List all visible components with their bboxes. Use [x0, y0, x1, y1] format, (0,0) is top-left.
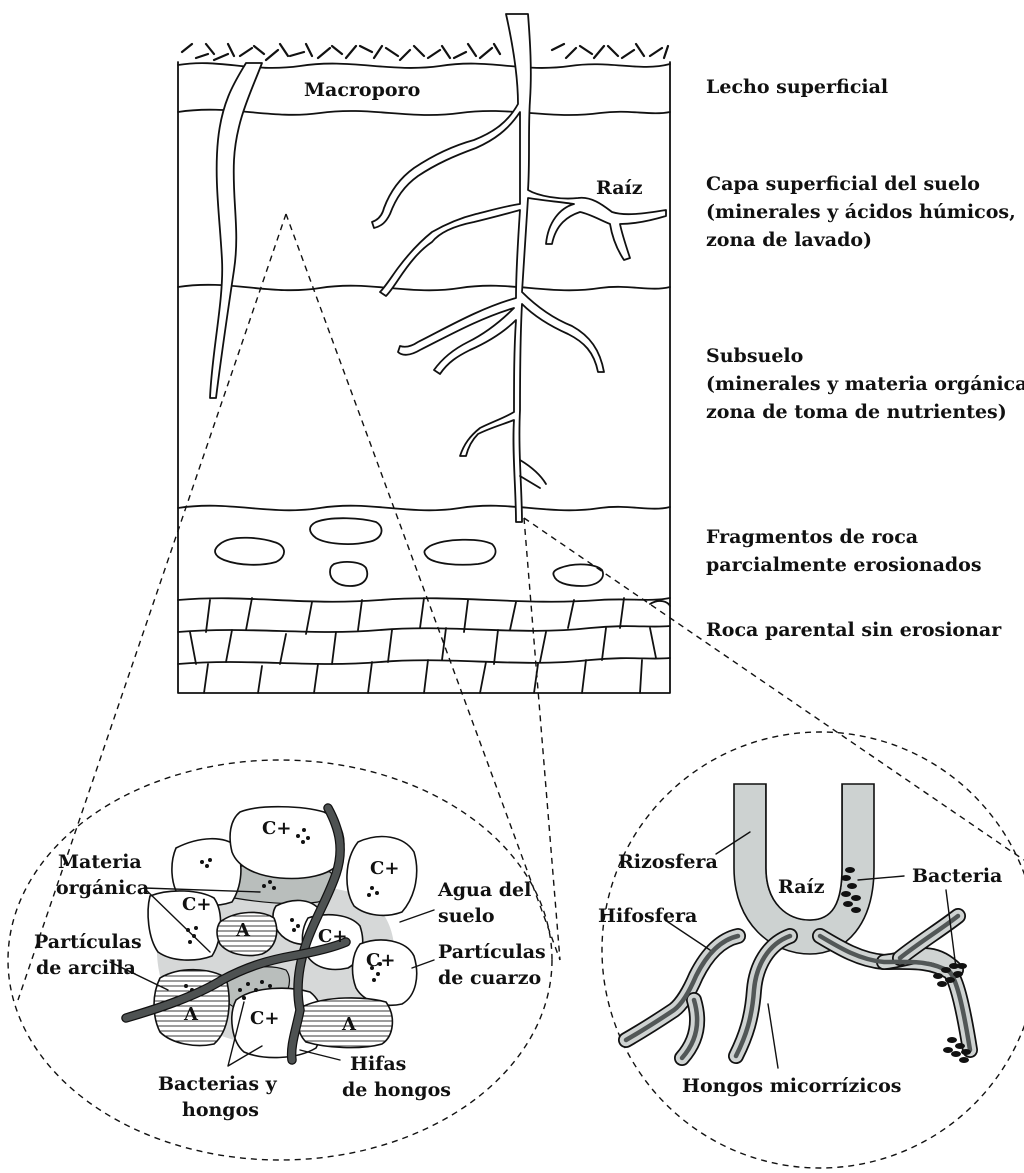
organic-matter-label-2: orgánica [56, 877, 149, 899]
water-label-1: Agua del [437, 879, 531, 901]
layer-3-line3: zona de toma de nutrientes) [706, 401, 1007, 423]
layer-labels: Lecho superficial Capa superficial del s… [706, 76, 1024, 641]
layer-2-line2: (minerales y ácidos húmicos, [706, 201, 1016, 223]
quartz-mark-1: C+ [262, 818, 291, 839]
hyphae-label-2: de hongos [342, 1079, 451, 1101]
hyphae-label-1: Hifas [350, 1053, 406, 1075]
bacteria-label: Bacteria [912, 865, 1002, 887]
boundary-2 [178, 110, 670, 115]
organic-matter-label-1: Materia [58, 851, 142, 873]
layer-2-line1: Capa superficial del suelo [706, 173, 980, 195]
quartz-mark-5: C+ [366, 950, 395, 971]
clay-label-1: Partículas [34, 931, 142, 953]
layer-4-line2: parcialmente erosionados [706, 554, 982, 576]
clay-mark-1: A [235, 920, 251, 941]
layer-2-line3: zona de lavado) [706, 229, 872, 251]
clay-mark-2: A [183, 1004, 199, 1025]
bedrock [178, 598, 670, 693]
boundary-3 [178, 285, 670, 291]
bacteria-fungi-label-2: hongos [182, 1099, 259, 1121]
layer-5-line1: Roca parental sin erosionar [706, 619, 1002, 641]
rhizo-root-label: Raíz [778, 876, 825, 898]
macropore-label: Macroporo [304, 79, 420, 101]
layer-3-line1: Subsuelo [706, 345, 803, 367]
hyphosphere-label: Hifosfera [598, 905, 697, 927]
root-label: Raíz [596, 177, 643, 199]
boundary-4 [178, 506, 670, 511]
rhizosphere-inset: Rizosfera Raíz Bacteria Hifosfera Hongos… [598, 732, 1024, 1168]
quartz-mark-2: C+ [370, 858, 399, 879]
clay-mark-3: A [341, 1014, 357, 1035]
root-tip [766, 784, 842, 920]
layer-4-line1: Fragmentos de roca [706, 526, 918, 548]
rock-fragments [215, 518, 603, 586]
layer-1-line1: Lecho superficial [706, 76, 888, 98]
quartz-mark-4: C+ [318, 926, 347, 947]
soil-aggregate-inset: C+ C+ C+ C+ C+ C+ A A A Materia orgánica… [8, 760, 552, 1160]
quartz-label-1: Partículas [438, 941, 546, 963]
mycorrhizal-fungi-label: Hongos micorrízicos [682, 1075, 901, 1097]
quartz-mark-6: C+ [250, 1008, 279, 1029]
water-label-2: suelo [438, 905, 495, 927]
quartz-label-2: de cuarzo [438, 967, 541, 989]
layer-3-line2: (minerales y materia orgánica, [706, 373, 1024, 395]
bacteria-fungi-label-1: Bacterias y [158, 1073, 278, 1095]
clay-label-2: de arcilla [36, 957, 136, 979]
litter-texture [182, 44, 668, 60]
quartz-mark-3: C+ [182, 894, 211, 915]
rhizosphere-label: Rizosfera [618, 851, 718, 873]
